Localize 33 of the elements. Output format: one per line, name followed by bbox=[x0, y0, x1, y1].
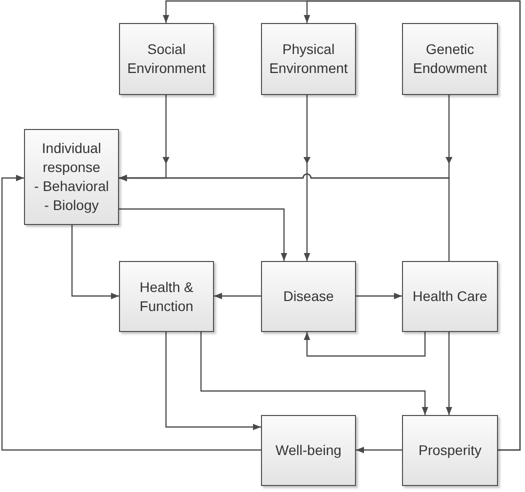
process-box bbox=[261, 261, 356, 332]
box-label: Prosperity bbox=[418, 441, 482, 460]
arrow-connector bbox=[304, 0, 521, 451]
arrow-connector bbox=[356, 446, 402, 454]
box-label: Genetic Endowment bbox=[412, 40, 488, 78]
arrow-connector bbox=[356, 292, 402, 300]
process-box bbox=[402, 415, 498, 486]
process-box bbox=[261, 415, 356, 486]
arrow-connector bbox=[1, 174, 261, 451]
process-box bbox=[24, 129, 119, 225]
arrow-connector bbox=[119, 174, 450, 261]
box-label: Health & Function bbox=[138, 278, 194, 316]
arrow-connector bbox=[446, 332, 452, 415]
box-label: Physical Environment bbox=[268, 40, 349, 78]
process-box bbox=[402, 261, 498, 332]
process-box bbox=[261, 23, 356, 95]
process-box bbox=[119, 23, 214, 95]
process-box bbox=[402, 23, 498, 95]
arrow-connector bbox=[304, 95, 310, 261]
arrow-connector bbox=[214, 292, 261, 300]
process-box bbox=[119, 261, 214, 332]
arrow-connector bbox=[71, 225, 119, 300]
box-label: - Biology bbox=[44, 196, 99, 215]
box-label: Social Environment bbox=[126, 40, 207, 78]
box-label: Disease bbox=[283, 287, 334, 306]
arrow-connector bbox=[119, 208, 288, 261]
box-label: - Behavioral bbox=[34, 177, 109, 196]
arrow-connector bbox=[304, 332, 426, 357]
arrow-connector bbox=[165, 332, 261, 430]
arrow-connector bbox=[200, 332, 428, 415]
box-label: Health Care bbox=[412, 287, 488, 306]
box-label: Individual response bbox=[40, 139, 102, 177]
box-label: Well-being bbox=[276, 441, 342, 460]
